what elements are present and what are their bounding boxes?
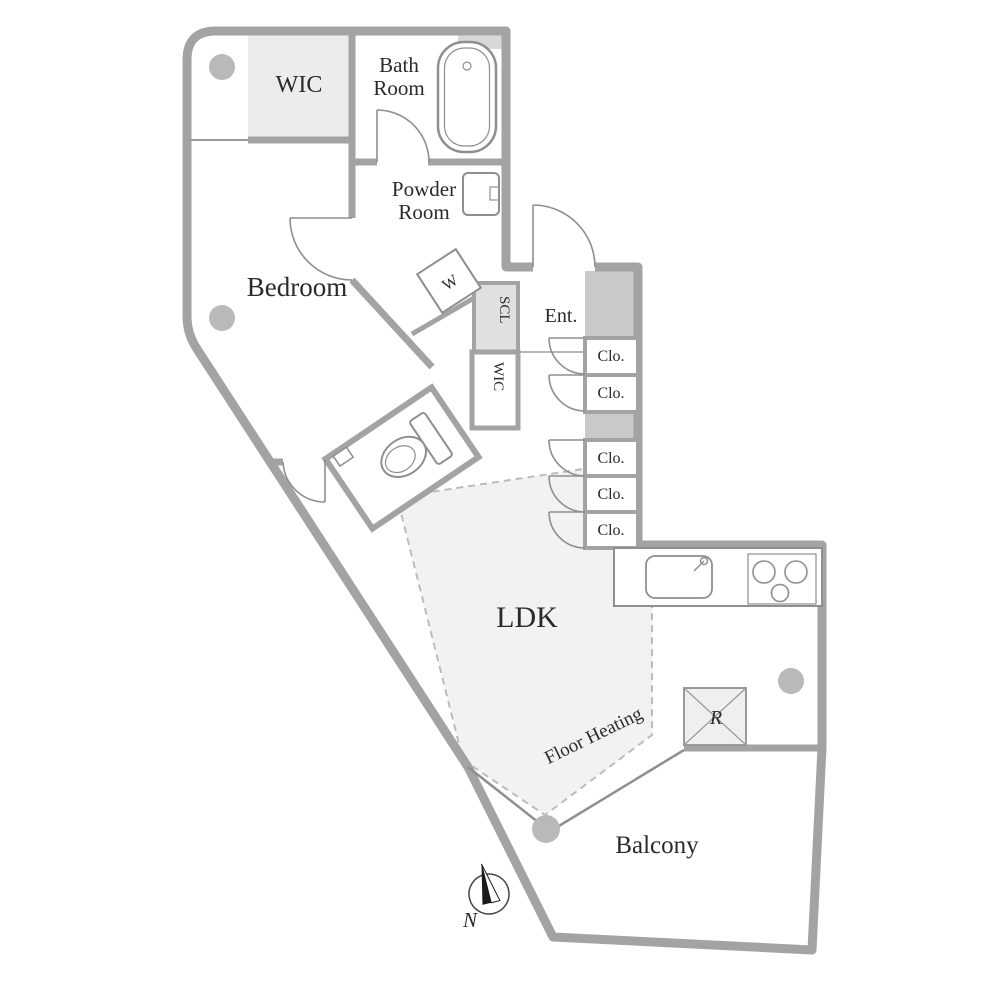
compass-needle-light	[481, 863, 501, 904]
shaft-above-closets	[585, 271, 638, 338]
column	[209, 305, 235, 331]
closet-door-5	[548, 511, 586, 549]
shaft-between-closets	[585, 412, 638, 440]
bath-room-label-line1: Bath	[379, 53, 419, 77]
kitchen-sink	[645, 555, 713, 599]
column	[532, 815, 560, 843]
faucet-spout	[693, 560, 705, 572]
balcony-window-line	[467, 766, 544, 827]
toilet-paper-holder	[332, 446, 355, 468]
closet-label-4: Clo.	[597, 486, 624, 503]
powder-room-label-line1: Powder	[392, 177, 456, 201]
toilet-bowl	[380, 435, 427, 478]
door-arcs	[282, 109, 596, 549]
stove-burner	[784, 560, 808, 584]
wic-small-room	[469, 349, 521, 431]
entrance-label: Ent.	[545, 305, 578, 327]
bath-door	[376, 109, 430, 163]
wic-floor	[248, 33, 352, 140]
bedroom-door	[289, 217, 353, 281]
closet-label-3: Clo.	[597, 450, 624, 467]
column	[209, 54, 235, 80]
bathtub	[436, 40, 498, 154]
closet-door-2	[548, 374, 586, 412]
scl-label: SCL	[496, 296, 512, 324]
ldk-label: LDK	[496, 601, 558, 634]
closet-box-2	[583, 373, 640, 414]
powder-sink-tap	[489, 186, 500, 201]
bathtub-inner	[443, 47, 491, 147]
bedroom-diagonal-wall	[349, 277, 435, 370]
refrigerator-label: R	[709, 707, 722, 729]
scl-room	[472, 281, 520, 355]
column	[778, 668, 804, 694]
bedroom-label: Bedroom	[247, 272, 348, 302]
balcony-window-line	[548, 748, 685, 834]
wic-top-label: WIC	[276, 72, 323, 98]
closet-box-5	[583, 510, 640, 550]
bathtub-drain	[462, 61, 472, 71]
toilet-room	[321, 383, 483, 533]
faucet-icon	[699, 556, 709, 566]
wic-small-label: WIC	[490, 362, 506, 391]
closet-label-1: Clo.	[597, 348, 624, 365]
closet-door-1	[548, 337, 586, 375]
powder-room-label-line2: Room	[398, 200, 449, 224]
north-arrow	[468, 863, 510, 915]
stove-burner	[770, 583, 790, 603]
bath-room-label-line2: Room	[373, 76, 424, 100]
entrance-door	[532, 204, 596, 268]
washer-outline	[415, 247, 483, 315]
powder-bottom-wall	[410, 295, 476, 337]
toilet-seat	[384, 445, 416, 474]
powder-sink	[462, 172, 500, 216]
balcony-label: Balcony	[615, 832, 699, 859]
outer-wall	[182, 26, 827, 955]
stove-outline	[747, 553, 817, 605]
closet-label-2: Clo.	[597, 385, 624, 402]
north-label: N	[462, 908, 478, 932]
stove-burner	[752, 560, 776, 584]
closet-box-3	[583, 438, 640, 478]
refrigerator-cross	[683, 687, 747, 746]
closet-label-5: Clo.	[597, 522, 624, 539]
bedroom-ldk-door	[282, 460, 326, 503]
washer-box: W	[415, 247, 483, 315]
